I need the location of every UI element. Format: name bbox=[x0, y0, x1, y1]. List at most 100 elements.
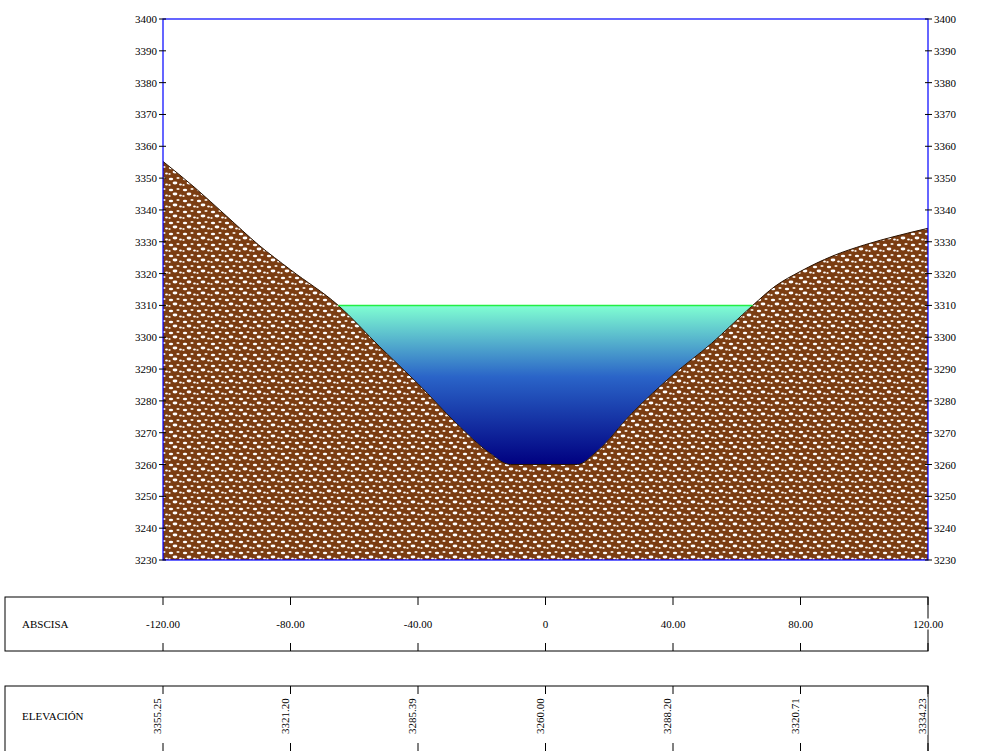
row-heading: ABSCISA bbox=[22, 619, 68, 630]
axis-tick bbox=[159, 273, 166, 274]
row-tick bbox=[290, 743, 291, 751]
axis-label: 3360 bbox=[135, 141, 157, 152]
axis-label: 3320 bbox=[135, 268, 157, 279]
row-tick bbox=[163, 643, 164, 651]
row-tick bbox=[163, 597, 164, 605]
abscissa-value: -80.00 bbox=[275, 619, 305, 630]
abscissa-value: 80.00 bbox=[787, 619, 814, 630]
row-tick bbox=[163, 686, 164, 694]
ground-fill bbox=[163, 161, 928, 560]
axis-tick bbox=[159, 337, 166, 338]
axis-label: 3380 bbox=[135, 77, 157, 88]
abscissa-value: -120.00 bbox=[145, 619, 181, 630]
axis-tick bbox=[925, 209, 932, 210]
row-tick bbox=[673, 686, 674, 694]
row-tick bbox=[545, 643, 546, 651]
elevation-value: 3320.71 bbox=[789, 697, 800, 735]
row-tick bbox=[163, 743, 164, 751]
axis-label: 3390 bbox=[934, 45, 956, 56]
axis-tick bbox=[159, 560, 166, 561]
axis-tick bbox=[925, 496, 932, 497]
abscissa-value: 0 bbox=[542, 619, 550, 630]
elevation-value: 3285.39 bbox=[407, 697, 418, 735]
axis-label: 3330 bbox=[934, 236, 956, 247]
row-tick bbox=[673, 597, 674, 605]
row-tick bbox=[290, 686, 291, 694]
axis-tick bbox=[159, 241, 166, 242]
row-tick bbox=[418, 743, 419, 751]
axis-tick bbox=[925, 400, 932, 401]
axis-tick bbox=[159, 400, 166, 401]
axis-label: 3250 bbox=[934, 491, 956, 502]
axis-tick bbox=[159, 209, 166, 210]
axis-label: 3260 bbox=[135, 459, 157, 470]
row-tick bbox=[418, 643, 419, 651]
water-surface bbox=[338, 305, 752, 307]
axis-label: 3260 bbox=[934, 459, 956, 470]
axis-tick bbox=[925, 19, 932, 20]
row-tick bbox=[928, 643, 929, 651]
axis-tick bbox=[159, 432, 166, 433]
axis-label: 3270 bbox=[135, 427, 157, 438]
elevation-value: 3321.20 bbox=[279, 697, 290, 735]
row-tick bbox=[800, 743, 801, 751]
axis-tick bbox=[925, 305, 932, 306]
abscissa-value: 40.00 bbox=[660, 619, 687, 630]
axis-label: 3340 bbox=[135, 204, 157, 215]
row-tick bbox=[800, 686, 801, 694]
row-tick bbox=[290, 597, 291, 605]
axis-tick bbox=[925, 241, 932, 242]
axis-label: 3250 bbox=[135, 491, 157, 502]
axis-tick bbox=[159, 369, 166, 370]
plot-frame bbox=[163, 19, 928, 560]
row-tick bbox=[418, 686, 419, 694]
axis-label: 3230 bbox=[135, 555, 157, 566]
axis-tick bbox=[159, 178, 166, 179]
abscissa-value: -40.00 bbox=[403, 619, 433, 630]
axis-label: 3310 bbox=[135, 300, 157, 311]
axis-tick bbox=[159, 305, 166, 306]
row-tick bbox=[673, 743, 674, 751]
axis-tick bbox=[925, 464, 932, 465]
axis-label: 3330 bbox=[135, 236, 157, 247]
axis-label: 3270 bbox=[934, 427, 956, 438]
axis-tick bbox=[925, 82, 932, 83]
axis-label: 3290 bbox=[934, 364, 956, 375]
axis-tick bbox=[925, 178, 932, 179]
axis-tick bbox=[925, 146, 932, 147]
row-tick bbox=[800, 597, 801, 605]
axis-label: 3290 bbox=[135, 364, 157, 375]
axis-tick bbox=[159, 146, 166, 147]
elevation-value: 3355.25 bbox=[152, 697, 163, 735]
axis-label: 3380 bbox=[934, 77, 956, 88]
elevation-value: 3288.20 bbox=[662, 697, 673, 735]
axis-label: 3370 bbox=[934, 109, 956, 120]
axis-tick bbox=[925, 528, 932, 529]
axis-label: 3350 bbox=[934, 173, 956, 184]
axis-tick bbox=[925, 273, 932, 274]
axis-label: 3310 bbox=[934, 300, 956, 311]
axis-tick bbox=[159, 50, 166, 51]
axis-label: 3320 bbox=[934, 268, 956, 279]
axis-tick bbox=[159, 464, 166, 465]
elevation-value: 3260.00 bbox=[534, 697, 545, 735]
axis-label: 3360 bbox=[934, 141, 956, 152]
axis-tick bbox=[925, 50, 932, 51]
row-tick bbox=[928, 597, 929, 605]
axis-tick bbox=[925, 114, 932, 115]
row-tick bbox=[928, 686, 929, 694]
axis-label: 3400 bbox=[934, 14, 956, 25]
row-tick bbox=[545, 597, 546, 605]
axis-tick bbox=[925, 369, 932, 370]
row-tick bbox=[290, 643, 291, 651]
axis-label: 3370 bbox=[135, 109, 157, 120]
abscissa-value: 120.00 bbox=[912, 619, 944, 630]
row-tick bbox=[673, 643, 674, 651]
row-tick bbox=[545, 743, 546, 751]
elevation-row bbox=[5, 686, 928, 751]
axis-tick bbox=[159, 528, 166, 529]
axis-tick bbox=[925, 337, 932, 338]
axis-tick bbox=[925, 432, 932, 433]
row-tick bbox=[928, 743, 929, 751]
axis-label: 3230 bbox=[934, 555, 956, 566]
